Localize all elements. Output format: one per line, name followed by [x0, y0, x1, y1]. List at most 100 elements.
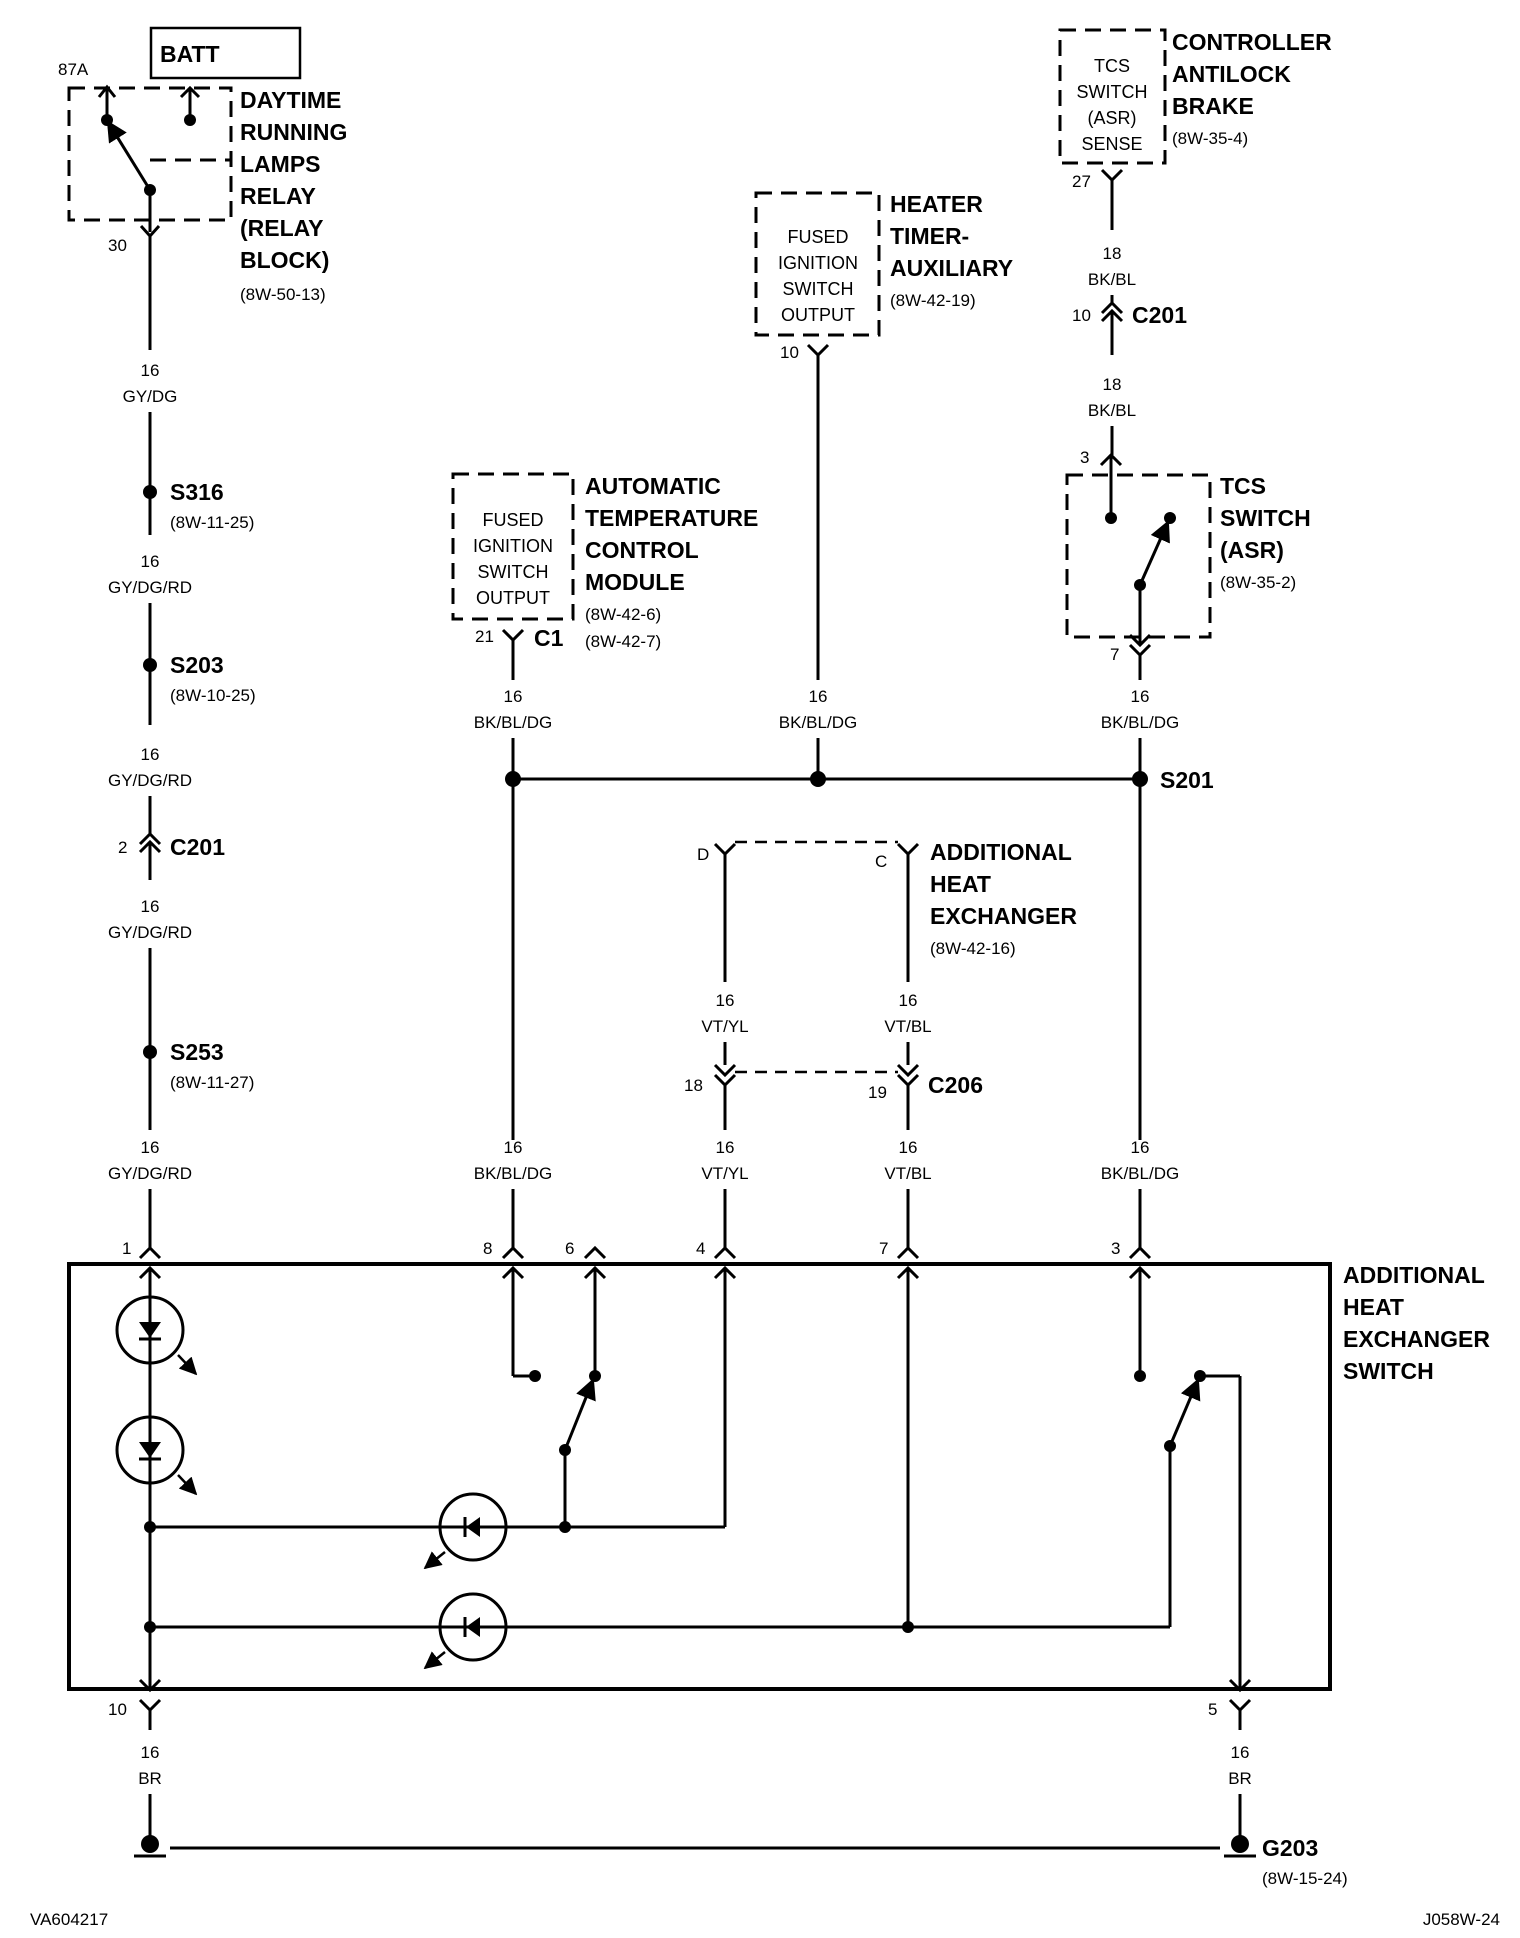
drl-label-6: BLOCK) — [240, 247, 329, 273]
hx-label-2: HEAT — [930, 871, 991, 897]
splice-s316: S316 — [170, 479, 224, 505]
wire-color: BK/BL/DG — [474, 1164, 552, 1183]
abs-label-3: BRAKE — [1172, 93, 1254, 119]
led-2 — [115, 1415, 198, 1496]
atc-module: FUSED IGNITION SWITCH OUTPUT AUTOMATIC T… — [451, 472, 758, 779]
atc-label-2: TEMPERATURE — [585, 505, 758, 531]
wire-gauge: 16 — [809, 687, 828, 706]
ground-label: G203 — [1262, 1835, 1318, 1861]
abs-label-1: CONTROLLER — [1172, 29, 1332, 55]
atc-ref-1: (8W-42-6) — [585, 605, 661, 624]
atc-label-1: AUTOMATIC — [585, 473, 721, 499]
drl-label-4: RELAY — [240, 183, 316, 209]
wire-gauge: 16 — [141, 1743, 160, 1762]
tcs-label-1: TCS — [1220, 473, 1266, 499]
wire-gauge: 16 — [141, 552, 160, 571]
atc-inner-1: FUSED — [482, 510, 543, 530]
tcs-label-3: (ASR) — [1220, 537, 1284, 563]
additional-heat-exchanger: D C ADDITIONAL HEAT EXCHANGER (8W-42-16)… — [697, 839, 1077, 1065]
splice-s253: S253 — [170, 1039, 224, 1065]
heater-timer: FUSED IGNITION SWITCH OUTPUT HEATER TIME… — [754, 191, 1013, 779]
wire-gauge: 16 — [1131, 687, 1150, 706]
tcs-ref: (8W-35-2) — [1220, 573, 1296, 592]
tcs-switch: 3 7 TCS SWITCH (ASR) (8W-35-2) 16 BK/BL/… — [1065, 448, 1311, 779]
wire-color: GY/DG/RD — [108, 923, 192, 942]
wire-color: VT/BL — [884, 1017, 931, 1036]
wire-gauge: 18 — [1103, 375, 1122, 394]
switch-pin-3: 3 — [1111, 1239, 1120, 1258]
ht-label-1: HEATER — [890, 191, 983, 217]
switch-label-2: HEAT — [1343, 1294, 1404, 1320]
hx-pin-d: D — [697, 845, 709, 864]
tcs-pin-3: 3 — [1080, 448, 1089, 467]
splice-s203-dot — [143, 658, 157, 672]
c201-left: C201 — [170, 834, 225, 860]
c206-pin-19: 19 — [868, 1083, 887, 1102]
heat-exchanger-switch: ADDITIONAL HEAT EXCHANGER SWITCH 1 8 6 4… — [67, 1239, 1490, 1719]
ground-g203: 16 BR 16 BR G203 (8W-15-24) — [134, 1710, 1348, 1888]
wire-gauge: 16 — [1231, 1743, 1250, 1762]
splice-s203-ref: (8W-10-25) — [170, 686, 256, 705]
ht-label-2: TIMER- — [890, 223, 969, 249]
switch-label-4: SWITCH — [1343, 1358, 1434, 1384]
splice-s316-ref: (8W-11-25) — [170, 513, 254, 532]
switch-pin-5: 5 — [1208, 1700, 1217, 1719]
ht-inner-4: OUTPUT — [781, 305, 855, 325]
atc-connector-c1: C1 — [534, 625, 564, 651]
abs-inner-2: SWITCH — [1077, 82, 1148, 102]
switch-label-3: EXCHANGER — [1343, 1326, 1490, 1352]
led-3 — [423, 1492, 508, 1570]
wire-gauge: 16 — [716, 1138, 735, 1157]
atc-ref-2: (8W-42-7) — [585, 632, 661, 651]
switch-pin-4: 4 — [696, 1239, 705, 1258]
wire-gauge: 16 — [1131, 1138, 1150, 1157]
wire-color: GY/DG/RD — [108, 771, 192, 790]
drl-relay: 87A 30 DAYTIME RUNNING LAMPS RELAY (RELA… — [58, 60, 347, 304]
wire-gauge: 16 — [141, 361, 160, 380]
wire-color: BK/BL — [1088, 270, 1136, 289]
switch-pin-6: 6 — [565, 1239, 574, 1258]
splice-s203: S203 — [170, 652, 224, 678]
ht-label-3: AUXILIARY — [890, 255, 1013, 281]
splice-s253-dot — [143, 1045, 157, 1059]
hx-label-1: ADDITIONAL — [930, 839, 1072, 865]
wire-gauge: 16 — [141, 745, 160, 764]
ht-inner-1: FUSED — [787, 227, 848, 247]
wire-color: VT/YL — [701, 1164, 748, 1183]
wire-gauge: 16 — [141, 897, 160, 916]
c206-pin-18: 18 — [684, 1076, 703, 1095]
connector-c206: 18 19 C206 — [684, 1063, 983, 1130]
batt-label: BATT — [160, 41, 220, 67]
wire-color: BK/BL/DG — [1101, 713, 1179, 732]
led-4 — [423, 1592, 508, 1670]
tcs-label-2: SWITCH — [1220, 505, 1311, 531]
abs-pin-27: 27 — [1072, 172, 1091, 191]
wire-gauge: 16 — [141, 1138, 160, 1157]
wire-gauge: 16 — [899, 1138, 918, 1157]
hx-label-3: EXCHANGER — [930, 903, 1077, 929]
atc-pin-21: 21 — [475, 627, 494, 646]
atc-inner-3: SWITCH — [478, 562, 549, 582]
wire-gauge: 16 — [899, 991, 918, 1010]
wire-color: GY/DG/RD — [108, 1164, 192, 1183]
wire-color: VT/YL — [701, 1017, 748, 1036]
switch-pin-1: 1 — [122, 1239, 131, 1258]
c206-label: C206 — [928, 1072, 983, 1098]
c201-pin-2: 2 — [118, 838, 127, 857]
led-1 — [115, 1295, 198, 1376]
switch-pin-10: 10 — [108, 1700, 127, 1719]
splice-s201: S201 — [1160, 767, 1214, 793]
wire-color: BK/BL/DG — [779, 713, 857, 732]
wire-color: GY/DG/RD — [108, 578, 192, 597]
drl-ref: (8W-50-13) — [240, 285, 326, 304]
wire-gauge: 16 — [504, 687, 523, 706]
splice-s253-ref: (8W-11-27) — [170, 1073, 254, 1092]
switch-pin-7: 7 — [879, 1239, 888, 1258]
batt-box: BATT — [149, 26, 302, 80]
footer-right-code: J058W-24 — [1423, 1910, 1500, 1929]
wire-color: BR — [138, 1769, 162, 1788]
abs-inner-3: (ASR) — [1088, 108, 1137, 128]
pin-87a: 87A — [58, 60, 89, 79]
ground-ref: (8W-15-24) — [1262, 1869, 1348, 1888]
